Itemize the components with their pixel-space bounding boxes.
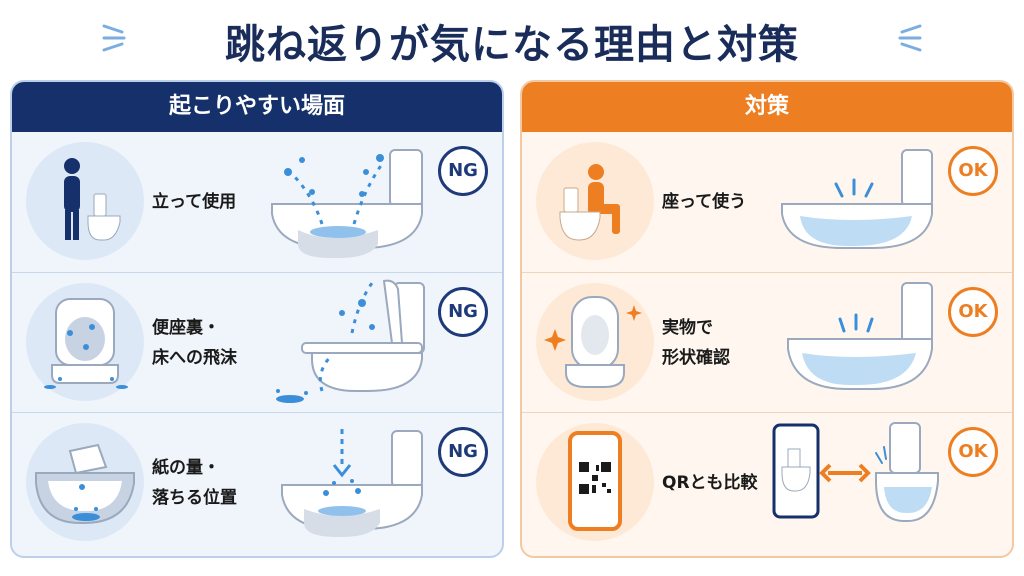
problem-panel-header: 起こりやすい場面 bbox=[12, 82, 502, 132]
problem-row: 立って使用 NG bbox=[12, 132, 502, 272]
calm-water-illustration bbox=[772, 132, 942, 272]
seat-underside-splash-illustration bbox=[262, 273, 432, 413]
bowl-shape-illustration bbox=[772, 273, 942, 413]
solution-label: QRとも比較 bbox=[662, 473, 758, 493]
solution-label: 実物で 形状確認 bbox=[662, 318, 730, 368]
sitting-person-icon bbox=[536, 142, 654, 260]
solution-row: QRとも比較 OK bbox=[522, 412, 1012, 552]
toilet-top-view-icon bbox=[536, 283, 654, 401]
sparkle-left-icon bbox=[102, 24, 126, 52]
ng-badge: NG bbox=[438, 146, 488, 196]
solution-row: 実物で 形状確認 OK bbox=[522, 272, 1012, 412]
paper-in-bowl-icon bbox=[26, 423, 144, 541]
title-area: 跳ね返りが気になる理由と対策 bbox=[0, 0, 1024, 80]
problem-row: 紙の量・ 落ちる位置 NG bbox=[12, 412, 502, 552]
phone-compare-illustration bbox=[772, 413, 942, 553]
page-title: 跳ね返りが気になる理由と対策 bbox=[225, 22, 799, 68]
ok-badge: OK bbox=[948, 427, 998, 477]
problem-label: 便座裏・ 床への飛沫 bbox=[152, 318, 237, 368]
falling-drop-illustration bbox=[262, 413, 432, 553]
problem-label: 紙の量・ 落ちる位置 bbox=[152, 458, 237, 508]
ok-badge: OK bbox=[948, 146, 998, 196]
solution-panel-header: 対策 bbox=[522, 82, 1012, 132]
solution-row: 座って使う OK bbox=[522, 132, 1012, 272]
toilet-splash-illustration bbox=[262, 132, 432, 272]
sparkle-right-icon bbox=[898, 24, 922, 52]
toilet-seat-splash-icon bbox=[26, 283, 144, 401]
standing-person-icon bbox=[26, 142, 144, 260]
problem-label: 立って使用 bbox=[152, 192, 237, 212]
ok-badge: OK bbox=[948, 287, 998, 337]
solution-panel: 対策 座って使う OK bbox=[520, 80, 1014, 558]
qr-phone-icon bbox=[536, 423, 654, 541]
problem-row: 便座裏・ 床への飛沫 NG bbox=[12, 272, 502, 412]
problem-panel: 起こりやすい場面 立って使用 bbox=[10, 80, 504, 558]
ng-badge: NG bbox=[438, 287, 488, 337]
ng-badge: NG bbox=[438, 427, 488, 477]
solution-label: 座って使う bbox=[662, 192, 747, 212]
